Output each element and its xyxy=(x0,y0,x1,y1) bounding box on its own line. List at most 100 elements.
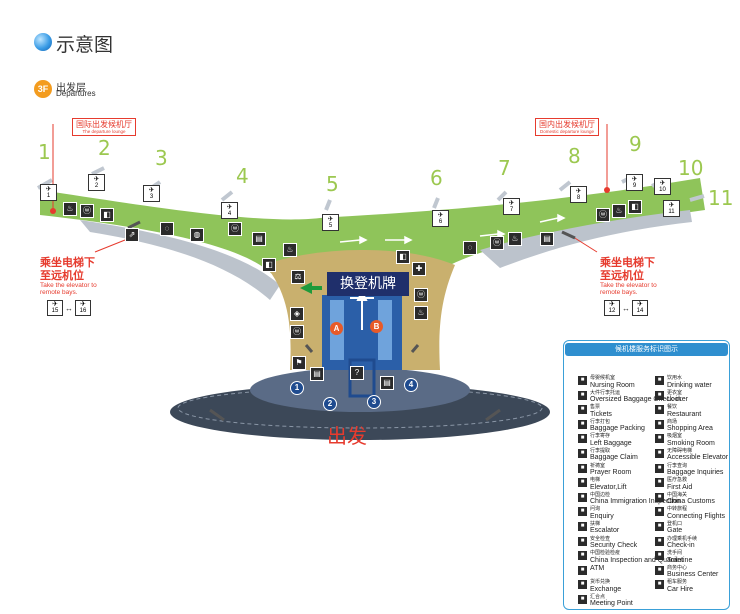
restaurant-icon: ♨ xyxy=(63,202,77,216)
smoking-icon: ◌ xyxy=(160,222,174,236)
gate-sign-4[interactable]: ✈4 xyxy=(221,202,238,219)
floor-badge: 3F xyxy=(34,80,52,98)
gate-sign-11[interactable]: ✈11 xyxy=(663,200,680,217)
gate-sign-2[interactable]: ✈2 xyxy=(88,174,105,191)
legend-item-en: Exchange xyxy=(590,585,622,593)
right-corridor xyxy=(480,210,692,268)
door-3[interactable]: 3 xyxy=(367,395,381,409)
security-check-icon: ■ xyxy=(578,536,587,546)
legend-item-cn: 餐饮 xyxy=(667,404,678,411)
remote-bays-left: ✈15 ↔ ✈16 xyxy=(47,300,91,316)
enquiry-icon: ■ xyxy=(578,507,587,517)
shopping-icon: ◧ xyxy=(628,200,642,214)
door-1[interactable]: 1 xyxy=(290,381,304,395)
legend-item-en: Connecting Flights xyxy=(667,512,725,520)
immigration-arrow xyxy=(300,282,322,294)
gate-sign-6[interactable]: ✈6 xyxy=(432,210,449,227)
nursing-icon: ■ xyxy=(578,376,587,385)
elevator-icon: ▤ xyxy=(252,232,266,246)
plane-icon: ✈ xyxy=(575,188,582,195)
legend-item-en: ATM xyxy=(590,564,605,572)
exchange-icon: ■ xyxy=(578,580,587,590)
gate-sign-3[interactable]: ✈3 xyxy=(143,185,160,202)
legend-item-cn: 登机口 xyxy=(667,520,683,527)
checkin-zone-a[interactable]: A xyxy=(330,322,343,335)
legend-title: 候机楼服务标识图示 xyxy=(565,343,728,356)
gate-sign-8[interactable]: ✈8 xyxy=(570,186,587,203)
restaurant-icon: ♨ xyxy=(414,306,428,320)
shopping-icon: ■ xyxy=(655,419,664,429)
shopping-icon: ◧ xyxy=(396,250,410,264)
door-2[interactable]: 2 xyxy=(323,397,337,411)
legend-item-cn: 中转旅程 xyxy=(667,506,688,513)
meeting-point-icon: ⚑ xyxy=(292,356,306,370)
oversized-baggage-icon: ■ xyxy=(578,390,587,400)
legend-item-en: Check-in xyxy=(667,542,695,550)
checkin-banner[interactable]: 换登机牌 xyxy=(327,272,409,296)
left-corridor xyxy=(80,220,280,300)
legend-item-cn: 祈祷室 xyxy=(590,462,606,469)
legend-item-en: Baggage Claim xyxy=(590,454,638,462)
gate-sign-9[interactable]: ✈9 xyxy=(626,174,643,191)
elevator-icon: ▤ xyxy=(380,376,394,390)
gate-sign-5[interactable]: ✈5 xyxy=(322,214,339,231)
baggage-claim-icon: ■ xyxy=(578,448,587,458)
atm-icon: ■ xyxy=(578,565,587,575)
legend-item-cn: 问询 xyxy=(590,506,601,513)
toilet-icon: ⓦ xyxy=(228,222,242,236)
customs-icon: ⚖ xyxy=(291,270,305,284)
gate-number-11: 11 xyxy=(708,186,734,210)
legend-item-cn: 行李查询 xyxy=(667,462,688,469)
escalator-icon: ■ xyxy=(578,521,587,531)
flow-arrows xyxy=(339,213,566,245)
legend-item-en: Left Baggage xyxy=(590,439,632,447)
elevator-icon: ▤ xyxy=(540,232,554,246)
gate-number-5: 5 xyxy=(326,172,339,196)
gate-number-4: 4 xyxy=(236,164,249,188)
double-arrow-icon: ↔ xyxy=(65,303,73,313)
departure-label: 出发 xyxy=(327,424,367,448)
door-4[interactable]: 4 xyxy=(404,378,418,392)
shopping-icon: ◧ xyxy=(262,258,276,272)
gate-number-3: 3 xyxy=(155,146,168,170)
plane-icon: ✈ xyxy=(659,180,666,187)
legend-item-cn: 医疗急救 xyxy=(667,477,688,484)
business-center-icon: ■ xyxy=(655,565,664,575)
legend-item-en: Gate xyxy=(667,527,683,535)
remote-bay-12[interactable]: ✈12 xyxy=(604,300,620,316)
checkin-zone-b[interactable]: B xyxy=(370,320,383,333)
gate-sign-7[interactable]: ✈7 xyxy=(503,198,520,215)
remote-bay-14[interactable]: ✈14 xyxy=(632,300,648,316)
gate-sign-1[interactable]: ✈1 xyxy=(40,184,57,201)
legend-item-en: Tickets xyxy=(590,410,612,418)
legend-item-cn: 电梯 xyxy=(590,477,601,484)
remote-bay-15[interactable]: ✈15 xyxy=(47,300,63,316)
legend-item-en: Business Center xyxy=(667,571,719,579)
legend-item-en: Toilet xyxy=(667,556,684,564)
connecting-flights-icon: ■ xyxy=(655,507,664,517)
accessible-elevator-icon: ■ xyxy=(655,448,664,458)
legend-item-cn: 吸烟室 xyxy=(667,433,683,440)
plane-icon: ✈ xyxy=(327,216,334,223)
legend-item-en: Meeting Point xyxy=(590,600,633,608)
remote-bay-16[interactable]: ✈16 xyxy=(75,300,91,316)
legend-item-en: Elevator,Lift xyxy=(590,483,627,491)
restaurant-icon: ■ xyxy=(655,405,664,415)
gate-sign-10[interactable]: ✈10 xyxy=(654,178,671,195)
plane-icon: ✈ xyxy=(668,202,675,209)
